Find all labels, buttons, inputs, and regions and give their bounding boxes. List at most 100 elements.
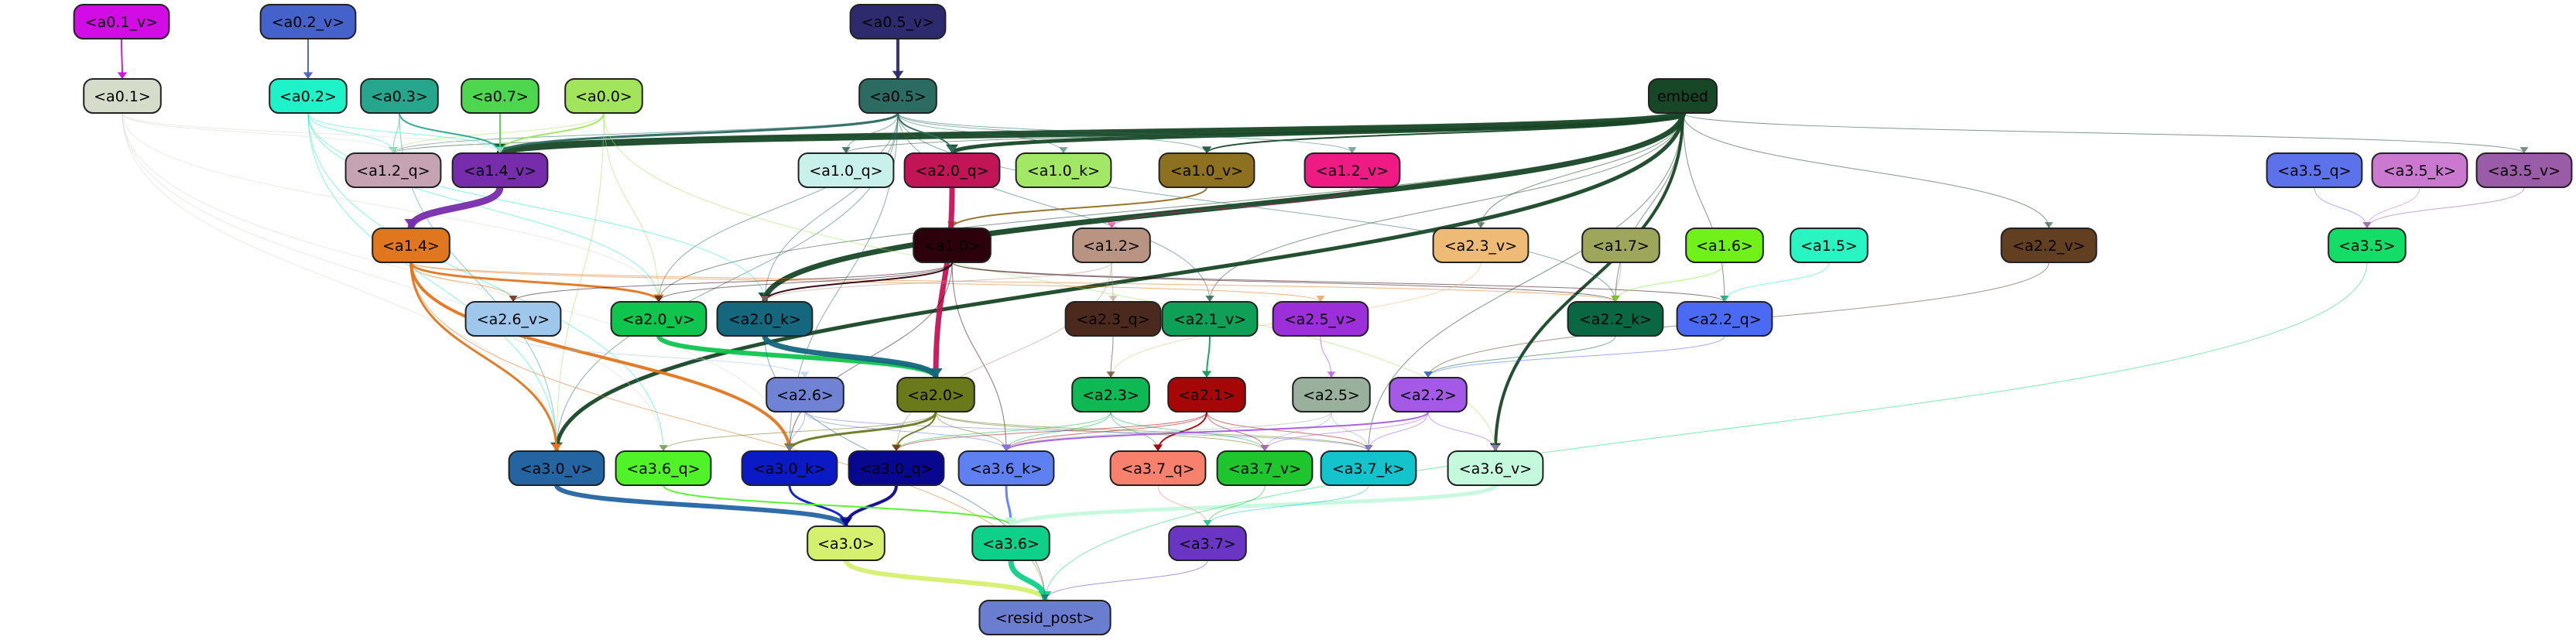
- node-box[interactable]: [903, 152, 1001, 188]
- node-a3-7-q[interactable]: <a3.7_q>: [1109, 450, 1207, 486]
- node-box[interactable]: [360, 78, 439, 114]
- node-a2-6-v[interactable]: <a2.6_v>: [464, 301, 562, 337]
- node-a1-4[interactable]: <a1.4>: [372, 228, 450, 263]
- node-embed[interactable]: embed: [1648, 78, 1718, 114]
- node-a1-2-q[interactable]: <a1.2_q>: [344, 152, 442, 188]
- node-box[interactable]: [1320, 450, 1417, 486]
- node-a3-0-q[interactable]: <a3.0_q>: [848, 450, 945, 486]
- node-box[interactable]: [1648, 78, 1718, 114]
- node-a3-0-k[interactable]: <a3.0_k>: [741, 450, 838, 486]
- node-box[interactable]: [1216, 450, 1314, 486]
- node-box[interactable]: [2475, 152, 2573, 188]
- node-a3-7-k[interactable]: <a3.7_k>: [1320, 450, 1417, 486]
- node-box[interactable]: [1272, 301, 1369, 337]
- node-a3-6-q[interactable]: <a3.6_q>: [615, 450, 712, 486]
- node-resid-post[interactable]: <resid_post>: [978, 600, 1112, 635]
- node-box[interactable]: [451, 152, 549, 188]
- node-a2-2-v[interactable]: <a2.2_v>: [2000, 228, 2098, 263]
- node-box[interactable]: [1158, 152, 1255, 188]
- node-box[interactable]: [1072, 228, 1151, 263]
- node-box[interactable]: [896, 377, 975, 412]
- node-box[interactable]: [464, 301, 562, 337]
- node-box[interactable]: [797, 152, 895, 188]
- node-a3-7[interactable]: <a3.7>: [1168, 525, 1247, 561]
- node-a2-0-v[interactable]: <a2.0_v>: [610, 301, 707, 337]
- node-box[interactable]: [2328, 228, 2406, 263]
- node-a3-6-v[interactable]: <a3.6_v>: [1447, 450, 1544, 486]
- node-a1-0-q[interactable]: <a1.0_q>: [797, 152, 895, 188]
- node-a0-1-v[interactable]: <a0.1_v>: [73, 4, 170, 39]
- node-a1-6[interactable]: <a1.6>: [1685, 228, 1764, 263]
- node-box[interactable]: [461, 78, 540, 114]
- node-a1-0-v[interactable]: <a1.0_v>: [1158, 152, 1255, 188]
- node-box[interactable]: [1581, 228, 1660, 263]
- node-a3-5-k[interactable]: <a3.5_k>: [2371, 152, 2468, 188]
- node-box[interactable]: [1168, 525, 1247, 561]
- node-box[interactable]: [610, 301, 707, 337]
- node-a0-7[interactable]: <a0.7>: [461, 78, 540, 114]
- node-a0-1[interactable]: <a0.1>: [83, 78, 162, 114]
- node-box[interactable]: [957, 450, 1055, 486]
- node-a2-5-v[interactable]: <a2.5_v>: [1272, 301, 1369, 337]
- node-a1-2[interactable]: <a1.2>: [1072, 228, 1151, 263]
- node-box[interactable]: [2371, 152, 2468, 188]
- node-a3-7-v[interactable]: <a3.7_v>: [1216, 450, 1314, 486]
- node-a0-5[interactable]: <a0.5>: [858, 78, 937, 114]
- node-box[interactable]: [1432, 228, 1530, 263]
- node-a0-2[interactable]: <a0.2>: [269, 78, 348, 114]
- node-box[interactable]: [741, 450, 838, 486]
- node-box[interactable]: [259, 4, 357, 39]
- node-a3-6-k[interactable]: <a3.6_k>: [957, 450, 1055, 486]
- node-a3-5-q[interactable]: <a3.5_q>: [2266, 152, 2363, 188]
- node-box[interactable]: [1676, 301, 1773, 337]
- node-box[interactable]: [716, 301, 814, 337]
- node-a0-2-v[interactable]: <a0.2_v>: [259, 4, 357, 39]
- node-a1-0[interactable]: <a1.0>: [913, 228, 992, 263]
- node-box[interactable]: [1685, 228, 1764, 263]
- node-a1-2-v[interactable]: <a1.2_v>: [1303, 152, 1401, 188]
- node-a2-0[interactable]: <a2.0>: [896, 377, 975, 412]
- node-a1-4-v[interactable]: <a1.4_v>: [451, 152, 549, 188]
- node-a0-5-v[interactable]: <a0.5_v>: [849, 4, 947, 39]
- node-box[interactable]: [858, 78, 937, 114]
- node-box[interactable]: [73, 4, 170, 39]
- node-a1-5[interactable]: <a1.5>: [1790, 228, 1869, 263]
- node-box[interactable]: [1447, 450, 1544, 486]
- node-box[interactable]: [1071, 377, 1150, 412]
- node-a3-5[interactable]: <a3.5>: [2328, 228, 2406, 263]
- node-box[interactable]: [1161, 301, 1259, 337]
- node-a0-0[interactable]: <a0.0>: [564, 78, 643, 114]
- node-box[interactable]: [971, 525, 1050, 561]
- node-box[interactable]: [372, 228, 450, 263]
- node-a1-7[interactable]: <a1.7>: [1581, 228, 1660, 263]
- node-a0-3[interactable]: <a0.3>: [360, 78, 439, 114]
- node-box[interactable]: [807, 525, 886, 561]
- node-box[interactable]: [2000, 228, 2098, 263]
- node-box[interactable]: [1567, 301, 1664, 337]
- node-box[interactable]: [1790, 228, 1869, 263]
- node-a1-0-k[interactable]: <a1.0_k>: [1015, 152, 1112, 188]
- node-box[interactable]: [978, 600, 1112, 635]
- node-a2-1-v[interactable]: <a2.1_v>: [1161, 301, 1259, 337]
- node-a2-3-v[interactable]: <a2.3_v>: [1432, 228, 1530, 263]
- node-a3-5-v[interactable]: <a3.5_v>: [2475, 152, 2573, 188]
- node-box[interactable]: [913, 228, 992, 263]
- node-a3-6[interactable]: <a3.6>: [971, 525, 1050, 561]
- node-box[interactable]: [269, 78, 348, 114]
- node-a3-0-v[interactable]: <a3.0_v>: [508, 450, 605, 486]
- node-box[interactable]: [564, 78, 643, 114]
- node-box[interactable]: [1389, 377, 1468, 412]
- node-a2-2[interactable]: <a2.2>: [1389, 377, 1468, 412]
- node-a2-3-q[interactable]: <a2.3_q>: [1064, 301, 1162, 337]
- node-a2-1[interactable]: <a2.1>: [1167, 377, 1246, 412]
- node-a2-5[interactable]: <a2.5>: [1292, 377, 1371, 412]
- node-a2-2-q[interactable]: <a2.2_q>: [1676, 301, 1773, 337]
- node-box[interactable]: [1109, 450, 1207, 486]
- node-box[interactable]: [508, 450, 605, 486]
- node-box[interactable]: [1015, 152, 1112, 188]
- node-box[interactable]: [2266, 152, 2363, 188]
- node-a2-2-k[interactable]: <a2.2_k>: [1567, 301, 1664, 337]
- node-a3-0[interactable]: <a3.0>: [807, 525, 886, 561]
- node-box[interactable]: [1167, 377, 1246, 412]
- node-box[interactable]: [848, 450, 945, 486]
